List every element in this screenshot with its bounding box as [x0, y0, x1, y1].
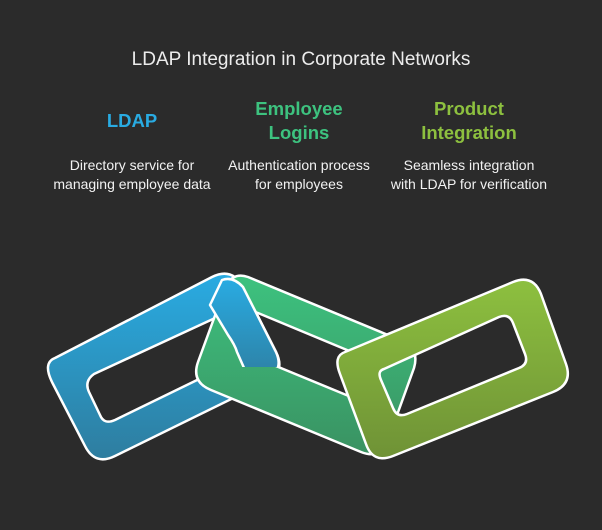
column-ldap: LDAP Directory service for managing empl…: [52, 97, 212, 193]
column-description-employee-logins: Authentication process for employees: [228, 157, 370, 192]
chain-link-product-integration: [336, 278, 570, 460]
column-heading-employee-logins: Employee Logins: [255, 98, 343, 143]
chain-interlock-overlay: [208, 277, 280, 367]
diagram-title: LDAP Integration in Corporate Networks: [131, 49, 471, 70]
column-description-ldap: Directory service for managing employee …: [53, 157, 211, 192]
column-employee-logins: Employee Logins Authentication process f…: [224, 97, 374, 193]
column-description-product-integration: Seamless integration with LDAP for verif…: [390, 157, 548, 192]
column-heading-product-integration: Product Integration: [421, 98, 517, 143]
column-product-integration: Product Integration Seamless integration…: [390, 97, 548, 193]
column-heading-ldap: LDAP: [106, 110, 158, 131]
